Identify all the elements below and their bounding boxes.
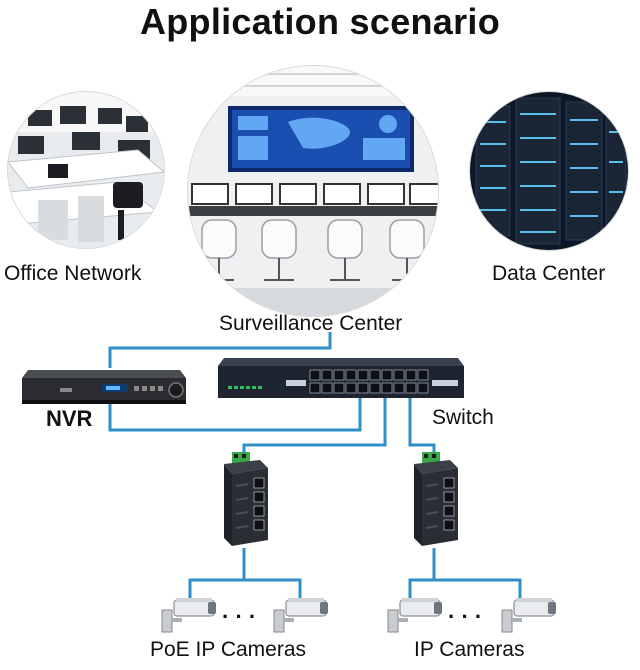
camera-ellipsis-left: · · ·	[222, 604, 257, 629]
poe-ip-cameras-label: PoE IP Cameras	[150, 638, 307, 661]
office-network-label: Office Network	[4, 262, 142, 285]
office-network-photo	[8, 92, 164, 248]
camera-icon	[386, 596, 446, 636]
camera-icon	[160, 596, 220, 636]
nvr-device	[20, 366, 188, 406]
data-center-label: Data Center	[492, 262, 606, 285]
ip-cameras-label: IP Cameras	[414, 638, 525, 661]
nvr-label: NVR	[46, 406, 93, 431]
camera-icon	[500, 596, 560, 636]
industrial-switch-left	[220, 450, 272, 550]
switch-label: Switch	[432, 406, 494, 429]
poe-switch-device	[218, 356, 464, 400]
page-title: Application scenario	[139, 1, 501, 42]
camera-ellipsis-right: · · ·	[448, 604, 483, 629]
industrial-switch-right	[410, 450, 462, 550]
camera-icon	[272, 596, 332, 636]
surveillance-center-label: Surveillance Center	[219, 312, 403, 335]
data-center-photo	[470, 92, 628, 250]
